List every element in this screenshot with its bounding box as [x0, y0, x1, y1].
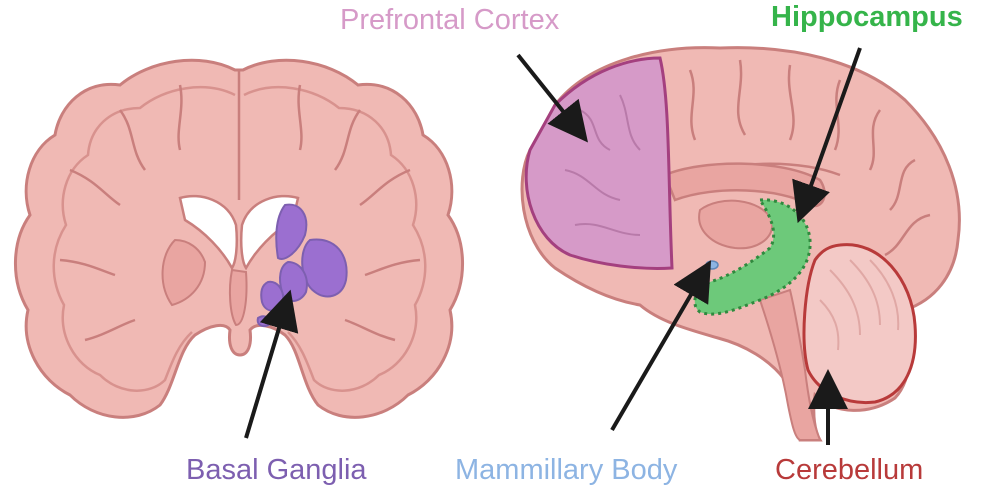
hippocampus-label: Hippocampus [771, 1, 963, 33]
deep-structures-left [161, 238, 207, 307]
basal-ganglia-region [256, 203, 348, 327]
cerebellum-label: Cerebellum [775, 454, 924, 486]
prefrontal-cortex-label: Prefrontal Cortex [340, 4, 560, 36]
mammillary-body-label: Mammillary Body [455, 454, 678, 486]
coronal-sulci [59, 70, 421, 342]
thalamus [698, 199, 774, 250]
lateral-ventricles [178, 194, 300, 271]
coronal-brain-section [13, 58, 465, 439]
coronal-cortex-folds [52, 85, 427, 392]
mammillary-body-arrow [610, 260, 712, 432]
basal-ganglia-arrow [244, 289, 299, 439]
coronal-brain-outline [13, 58, 465, 419]
hippocampus-region [693, 198, 812, 316]
hippocampus-arrow [792, 47, 862, 224]
cerebellum-folia [819, 259, 900, 351]
sagittal-brain-section [516, 46, 961, 445]
third-ventricle [228, 268, 248, 327]
mammillary-body-region [705, 260, 719, 270]
brainstem [758, 288, 822, 441]
prefrontal-cortex-arrow [516, 53, 588, 143]
basal-ganglia-label: Basal Ganglia [186, 454, 367, 486]
prefrontal-folds [564, 94, 641, 236]
